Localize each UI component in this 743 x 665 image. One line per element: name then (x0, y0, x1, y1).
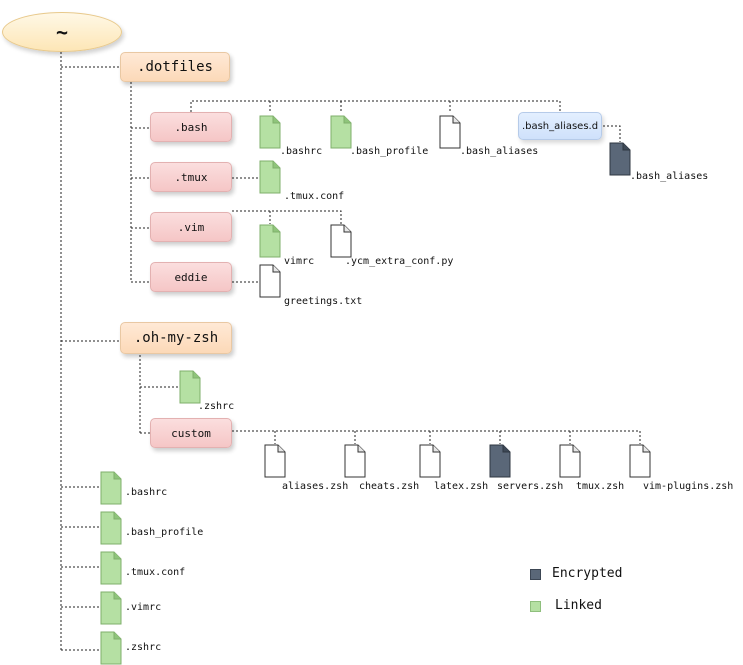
file-icon[interactable] (100, 511, 122, 545)
file-icon[interactable] (259, 160, 281, 194)
encrypted-legend-swatch (530, 569, 541, 580)
file-label: latex.zsh (434, 481, 489, 492)
file-label: tmux.zsh (576, 481, 625, 492)
file-label: aliases.zsh (282, 481, 349, 492)
vim-folder[interactable]: .vim (150, 212, 232, 242)
dotfiles-folder[interactable]: .dotfiles (120, 52, 230, 82)
file-label: .zshrc (125, 642, 162, 653)
file-label: .vimrc (125, 602, 162, 613)
file-icon[interactable] (259, 264, 281, 298)
file-icon[interactable] (259, 224, 281, 258)
file-label: .bashrc (280, 146, 323, 157)
file-icon[interactable] (100, 471, 122, 505)
root-home-node[interactable]: ~ (2, 12, 122, 52)
custom-folder[interactable]: custom (150, 418, 232, 448)
file-icon[interactable] (609, 142, 631, 176)
file-label: servers.zsh (497, 481, 564, 492)
file-icon[interactable] (100, 631, 122, 665)
file-icon[interactable] (259, 115, 281, 149)
encrypted-legend-label: Encrypted (552, 566, 623, 581)
file-icon[interactable] (179, 370, 201, 404)
tmux-folder[interactable]: .tmux (150, 162, 232, 192)
linked-legend-swatch (530, 601, 541, 612)
file-icon[interactable] (100, 591, 122, 625)
file-label: cheats.zsh (359, 481, 420, 492)
file-icon[interactable] (344, 444, 366, 478)
oh-my-zsh-folder[interactable]: .oh-my-zsh (120, 322, 232, 354)
file-label: vimrc (284, 256, 315, 267)
file-label: vim-plugins.zsh (643, 481, 734, 492)
file-label: .zshrc (198, 401, 235, 412)
file-icon[interactable] (629, 444, 651, 478)
file-icon[interactable] (489, 444, 511, 478)
file-icon[interactable] (264, 444, 286, 478)
file-label: .tmux.conf (125, 567, 186, 578)
file-icon[interactable] (559, 444, 581, 478)
file-icon[interactable] (330, 224, 352, 258)
file-label: .bash_aliases (630, 171, 709, 182)
file-icon[interactable] (419, 444, 441, 478)
linked-legend-label: Linked (555, 598, 602, 613)
file-label: .ycm_extra_conf.py (345, 256, 454, 267)
file-label: .bash_aliases (460, 146, 539, 157)
file-label: .bashrc (125, 487, 168, 498)
file-icon[interactable] (100, 551, 122, 585)
file-label: greetings.txt (284, 296, 363, 307)
bash-aliases-d-folder[interactable]: .bash_aliases.d (518, 112, 602, 140)
file-label: .bash_profile (125, 527, 204, 538)
file-icon[interactable] (330, 115, 352, 149)
eddie-folder[interactable]: eddie (150, 262, 232, 292)
file-icon[interactable] (439, 115, 461, 149)
bash-folder[interactable]: .bash (150, 112, 232, 142)
file-label: .tmux.conf (284, 191, 345, 202)
file-label: .bash_profile (350, 146, 429, 157)
